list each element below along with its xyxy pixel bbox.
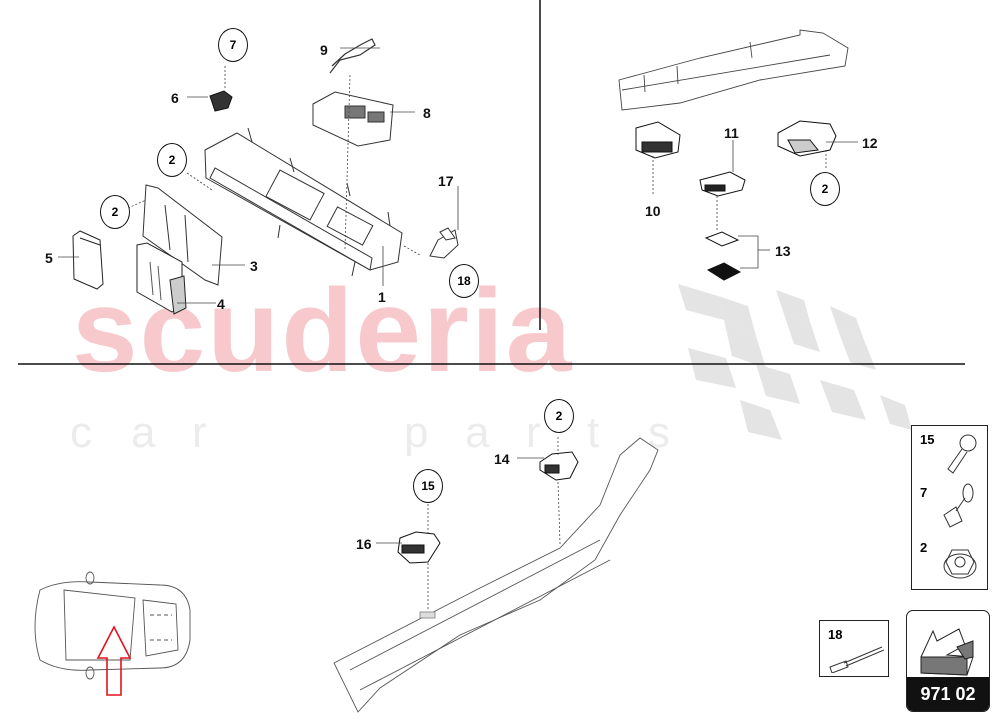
module-part-14 bbox=[539, 451, 579, 481]
bracket-part-9 bbox=[329, 38, 376, 74]
screw-icon bbox=[947, 434, 977, 474]
callout-8[interactable]: 8 bbox=[423, 105, 431, 121]
circled-ref-2a[interactable]: 2 bbox=[157, 143, 187, 177]
circled-ref-15[interactable]: 15 bbox=[413, 469, 443, 503]
tunnel-part bbox=[333, 437, 659, 713]
callout-9[interactable]: 9 bbox=[320, 42, 328, 58]
clip-rivet-icon bbox=[943, 483, 974, 528]
tagline-letter: r bbox=[526, 408, 541, 457]
legend-item-rivet[interactable]: 18 bbox=[819, 620, 889, 677]
callout-4[interactable]: 4 bbox=[217, 296, 225, 312]
tagline-letter: a bbox=[465, 408, 490, 457]
callout-16[interactable]: 16 bbox=[356, 536, 372, 552]
legend-number: 2 bbox=[920, 540, 928, 555]
circled-ref-2-bottom[interactable]: 2 bbox=[544, 399, 574, 433]
module-part-10 bbox=[635, 121, 681, 159]
tray-part bbox=[618, 29, 849, 111]
page-reference-button[interactable]: 971 02 bbox=[906, 610, 990, 712]
watermark-tagline: c a r p a r t s bbox=[70, 408, 709, 458]
tagline-letter: c bbox=[70, 408, 92, 457]
tagline-letter: t bbox=[587, 408, 600, 457]
leader-lines-top-right bbox=[652, 140, 858, 269]
legend-item-screw[interactable]: 15 bbox=[911, 425, 988, 482]
checker-flag-watermark bbox=[678, 284, 912, 440]
module-part-12 bbox=[777, 120, 837, 157]
carrier-frame-part bbox=[204, 127, 403, 277]
leader-lines-bottom bbox=[376, 437, 561, 610]
control-module-5 bbox=[72, 230, 104, 290]
circled-ref-7[interactable]: 7 bbox=[218, 28, 248, 62]
view-direction-arrow-icon bbox=[96, 625, 132, 696]
tagline-letter: p bbox=[404, 408, 429, 457]
circled-ref-2-top-right[interactable]: 2 bbox=[810, 172, 840, 206]
callout-17[interactable]: 17 bbox=[438, 173, 454, 189]
callout-14[interactable]: 14 bbox=[494, 451, 510, 467]
car-top-view-icon bbox=[34, 571, 191, 680]
callout-11[interactable]: 11 bbox=[724, 125, 739, 141]
tagline-letter: a bbox=[131, 408, 156, 457]
module-part-11 bbox=[699, 171, 746, 197]
control-module-4 bbox=[136, 242, 187, 315]
legend-number: 15 bbox=[920, 432, 935, 447]
blind-rivet-icon bbox=[829, 646, 884, 673]
part-6-sensor bbox=[209, 90, 233, 112]
bracket-part-17 bbox=[429, 227, 459, 259]
callout-1[interactable]: 1 bbox=[378, 289, 386, 305]
legend-item-clip[interactable]: 7 bbox=[911, 479, 988, 535]
circled-ref-18[interactable]: 18 bbox=[449, 264, 479, 298]
reference-arrow-icon bbox=[920, 628, 974, 676]
legend-item-nut[interactable]: 2 bbox=[911, 534, 988, 590]
circled-ref-2b[interactable]: 2 bbox=[100, 195, 130, 229]
callout-13[interactable]: 13 bbox=[775, 243, 791, 259]
callout-6[interactable]: 6 bbox=[171, 90, 179, 106]
pad-parts-13 bbox=[704, 231, 742, 281]
legend-number: 18 bbox=[828, 627, 843, 642]
flange-nut-icon bbox=[943, 549, 977, 579]
callout-10[interactable]: 10 bbox=[645, 203, 661, 219]
legend-number: 7 bbox=[920, 485, 928, 500]
control-unit-8 bbox=[312, 91, 394, 147]
bracket-part-3 bbox=[142, 184, 223, 286]
tagline-letter: r bbox=[192, 408, 207, 457]
module-part-16 bbox=[397, 531, 441, 564]
reference-code: 971 02 bbox=[907, 677, 989, 711]
tagline-letter: s bbox=[648, 408, 670, 457]
leader-lines-top-left bbox=[58, 47, 459, 304]
callout-12[interactable]: 12 bbox=[862, 135, 878, 151]
callout-3[interactable]: 3 bbox=[250, 258, 258, 274]
callout-5[interactable]: 5 bbox=[45, 250, 53, 266]
